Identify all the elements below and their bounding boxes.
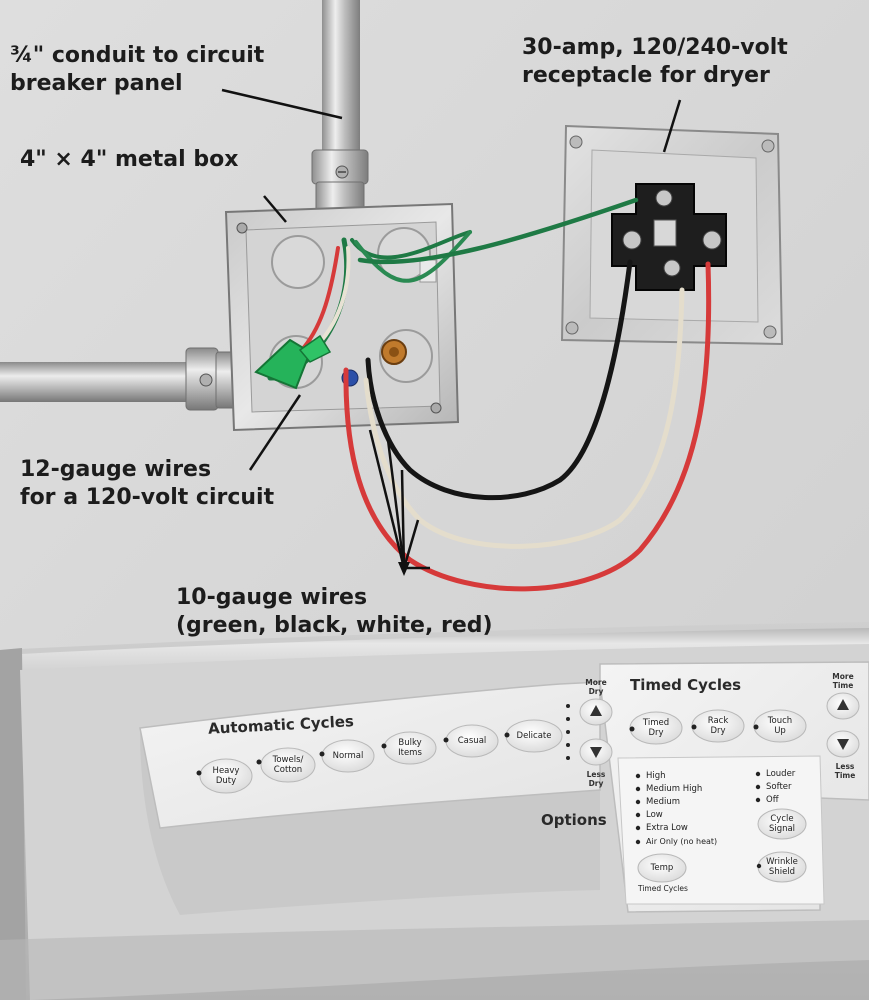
gauge10-callout-line2: (green, black, white, red) xyxy=(176,613,493,638)
leader-10-gauge-b xyxy=(386,439,406,569)
temp-level-high: High xyxy=(646,771,666,781)
heavy-duty-button[interactable] xyxy=(199,758,253,794)
gauge12-callout-line2: for a 120-volt circuit xyxy=(20,485,275,510)
normal-label: Normal xyxy=(332,751,364,761)
conduit-callout-line2: breaker panel xyxy=(10,71,183,96)
bulky-items-indicator xyxy=(381,743,387,749)
leader-10-gauge-a xyxy=(368,429,406,569)
temp-level-medium: Medium xyxy=(646,797,680,807)
metal-junction-box xyxy=(224,202,460,432)
leader-conduit xyxy=(221,88,343,120)
casual-label: Casual xyxy=(457,736,487,746)
more-time-up-arrow-icon xyxy=(837,699,849,710)
towels-cotton-button[interactable] xyxy=(260,747,316,783)
receptacle-callout-line1: 30-amp, 120/240-volt xyxy=(522,35,788,60)
metal-box-callout: 4" × 4" metal box xyxy=(20,147,239,172)
options-title: Options xyxy=(541,811,607,829)
automatic-cycle-buttons xyxy=(196,719,563,794)
temp-label: Temp xyxy=(650,863,674,873)
leader-10-gauge-arrowhead xyxy=(398,562,410,576)
options-controls xyxy=(635,771,807,883)
delicate-label: Delicate xyxy=(516,731,552,741)
temp-level-medium-high: Medium High xyxy=(646,784,703,794)
towels-cotton-indicator xyxy=(256,759,262,765)
heavy-duty-indicator xyxy=(196,770,202,776)
signal-level-softer: Softer xyxy=(766,782,792,792)
timed-cycles-title: Timed Cycles xyxy=(630,676,742,694)
dry-level-controls xyxy=(566,698,613,766)
temp-button[interactable] xyxy=(637,853,687,883)
dryer-receptacle xyxy=(560,124,784,346)
signal-level-off: Off xyxy=(766,795,779,805)
temp-level-air-only: Air Only (no heat) xyxy=(646,837,718,846)
less-time-down-arrow-icon xyxy=(837,739,849,750)
up-arrow-icon xyxy=(590,705,602,716)
conduit-callout-line1: ¾" conduit to circuit xyxy=(10,43,265,68)
leader-receptacle xyxy=(662,99,682,153)
normal-indicator xyxy=(319,751,325,757)
leader-12-gauge xyxy=(248,394,302,471)
gauge10-callout-line1: 10-gauge wires xyxy=(176,585,368,610)
receptacle-callout-line2: receptacle for dryer xyxy=(522,63,770,88)
signal-level-louder: Louder xyxy=(766,769,796,779)
down-arrow-icon xyxy=(590,747,602,758)
leader-lines xyxy=(221,88,682,570)
leader-box xyxy=(263,195,287,223)
temp-level-extra-low: Extra Low xyxy=(646,823,688,833)
timed-cycle-buttons xyxy=(629,692,860,758)
cycle-signal-button[interactable] xyxy=(757,808,807,840)
gauge12-callout-line1: 12-gauge wires xyxy=(20,457,212,482)
wire-bundle xyxy=(254,197,712,592)
leader-10-gauge-c xyxy=(400,469,406,569)
leader-10-gauge-d xyxy=(402,519,420,569)
temp-level-low: Low xyxy=(646,810,663,820)
casual-indicator xyxy=(443,737,449,743)
delicate-indicator xyxy=(504,732,510,738)
timed-cycles-note: Timed Cycles xyxy=(638,884,688,893)
towels-cotton-label: Towels/Cotton xyxy=(272,755,304,775)
